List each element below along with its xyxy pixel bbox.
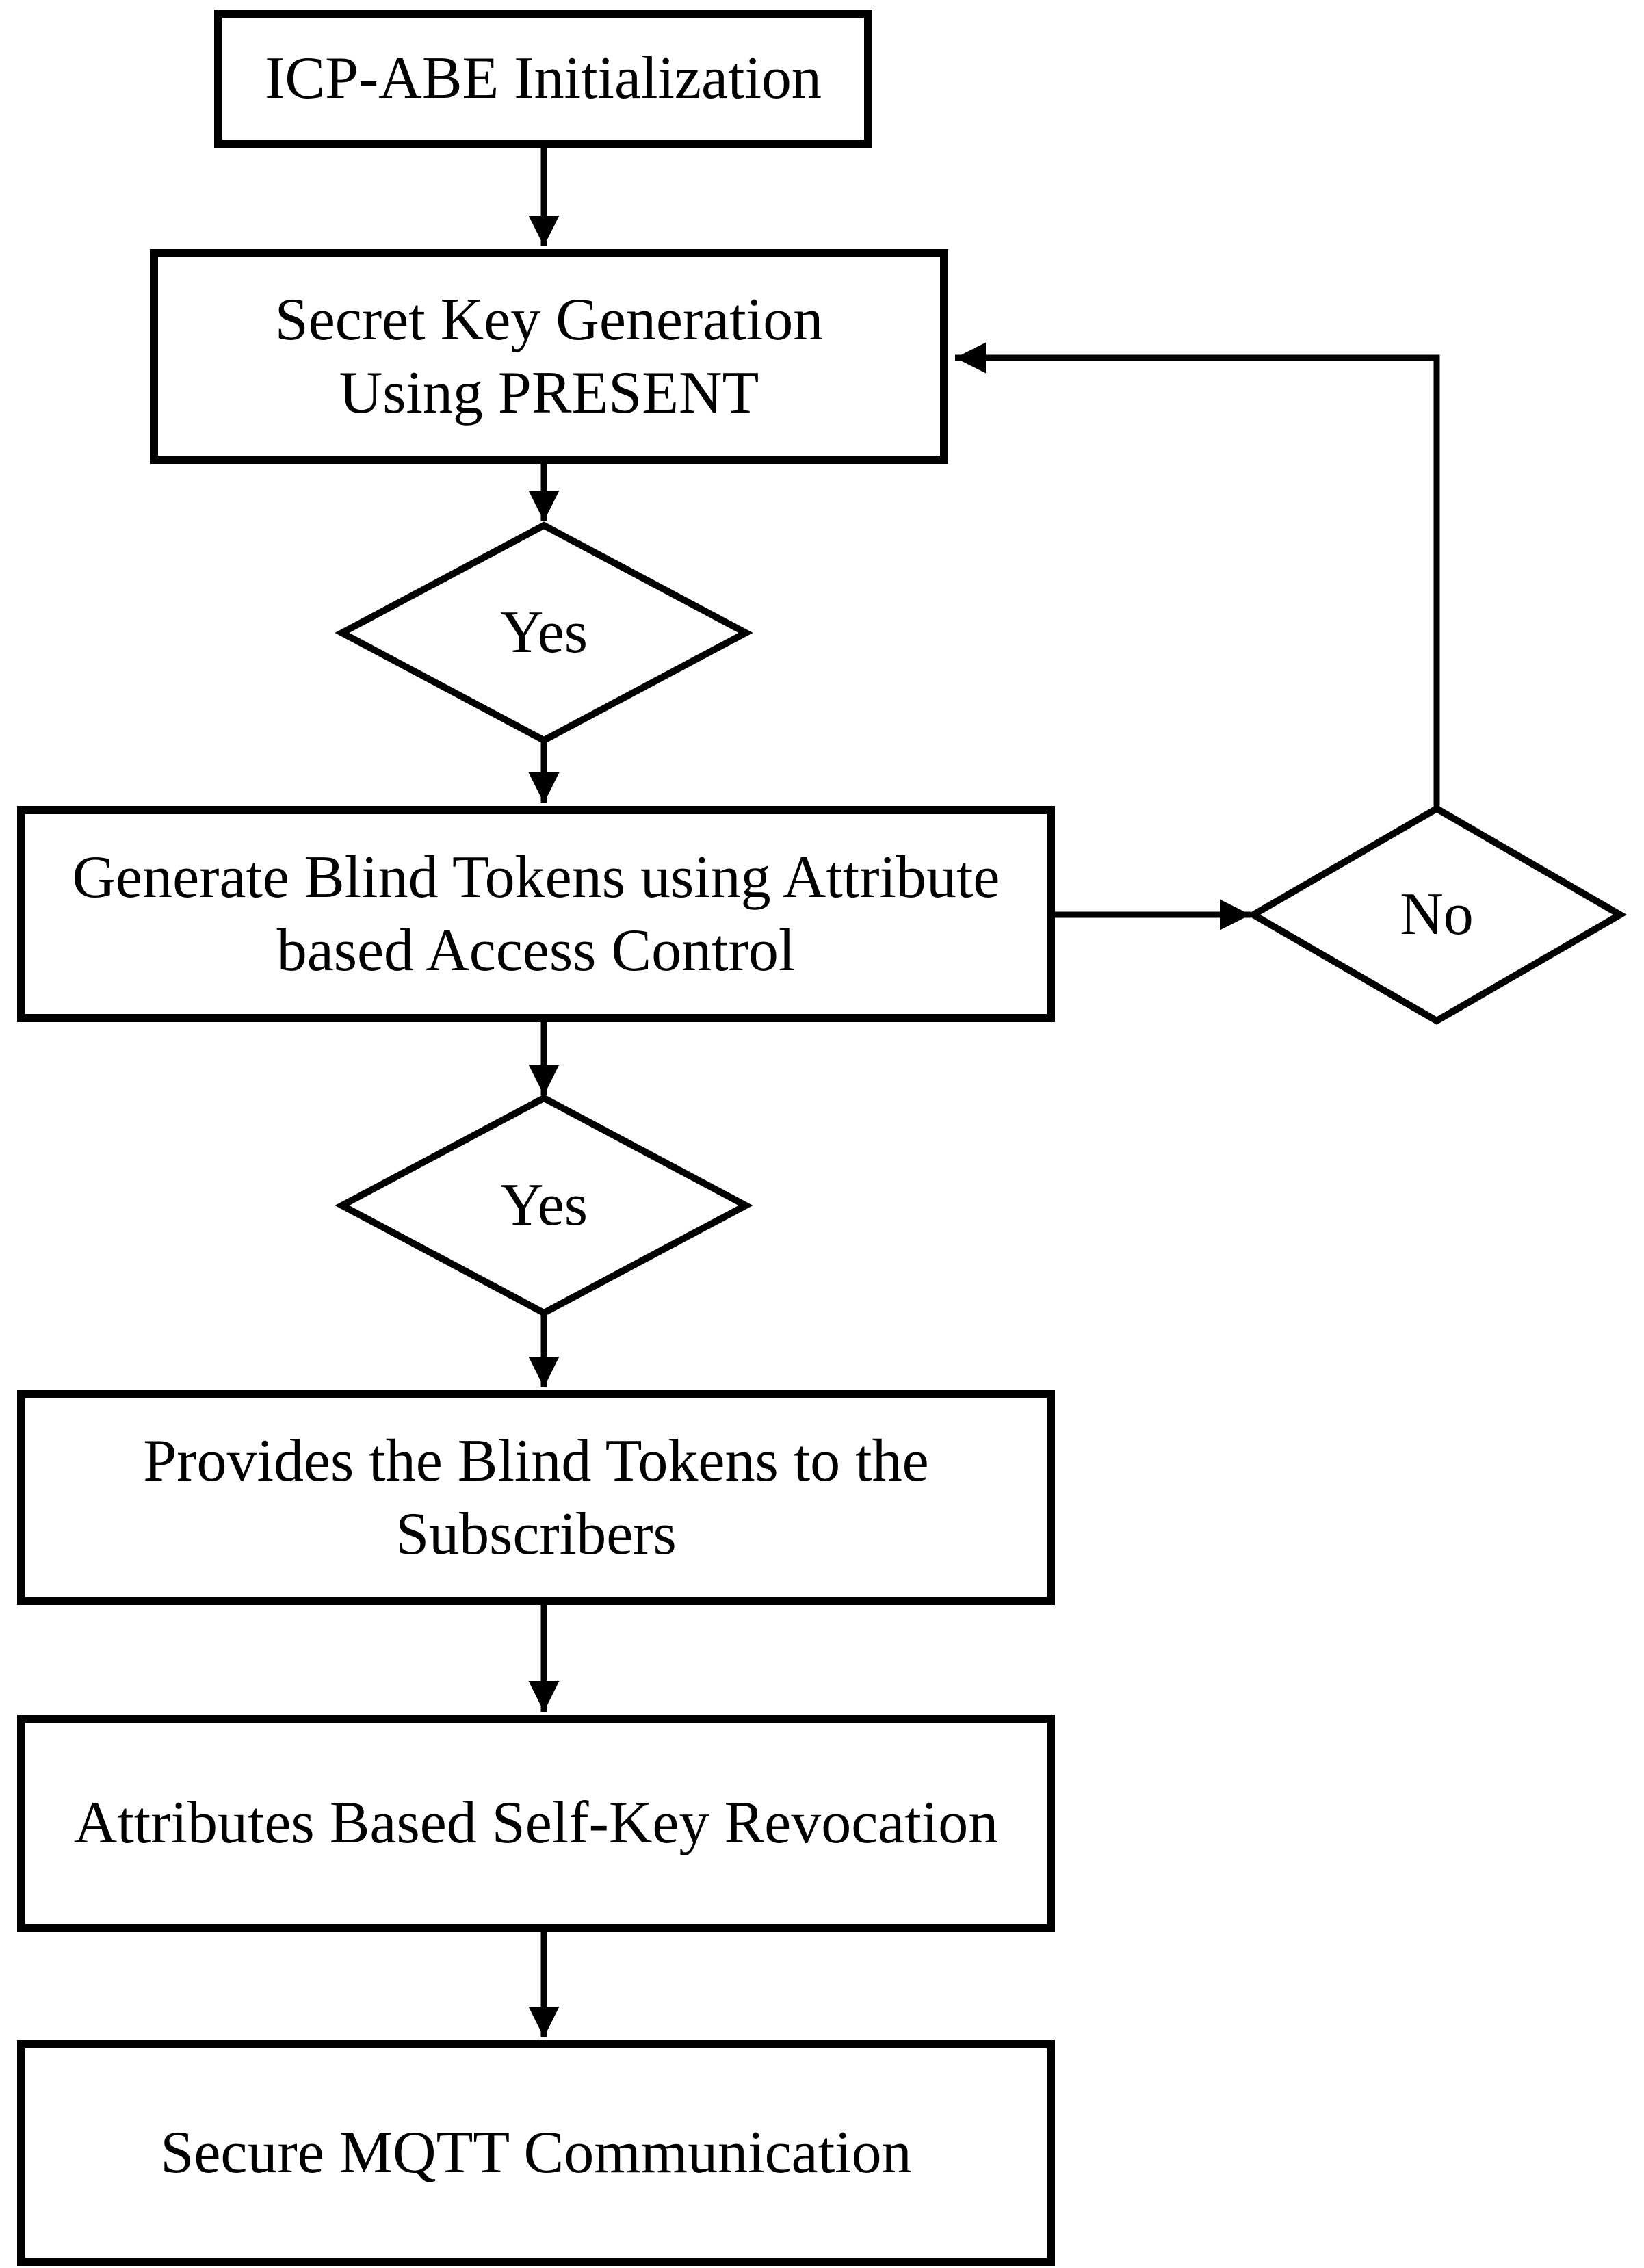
node-label-line: ICP-ABE Initialization [265,45,822,112]
node-generate-blind-tokens: Generate Blind Tokens using Attribute ba… [17,806,1055,1022]
connector-no-to-keygen-feedback [955,342,1440,809]
node-label-line: Provides the Blind Tokens to the [143,1427,929,1494]
node-label-line: Subscribers [395,1501,677,1567]
decision-diamond-yes-2 [335,1094,753,1317]
node-label-line: Using PRESENT [339,360,759,426]
node-secret-key-generation: Secret Key Generation Using PRESENT [150,249,948,464]
decision-diamond-no [1247,805,1627,1025]
node-label-line: Generate Blind Tokens using Attribute [72,844,1000,911]
decision-diamond-yes-1 [335,521,753,744]
node-self-key-revocation: Attributes Based Self-Key Revocation [17,1715,1055,1932]
node-label-line: Secret Key Generation [274,286,824,353]
node-provides-blind-tokens: Provides the Blind Tokens to the Subscri… [17,1390,1055,1605]
node-label-line: Secure MQTT Communication [160,2120,912,2187]
node-icp-abe-initialization: ICP-ABE Initialization [214,10,872,148]
node-label-line: based Access Control [276,917,796,984]
node-label-line: Attributes Based Self-Key Revocation [73,1790,999,1857]
node-secure-mqtt-communication: Secure MQTT Communication [17,2040,1055,2266]
